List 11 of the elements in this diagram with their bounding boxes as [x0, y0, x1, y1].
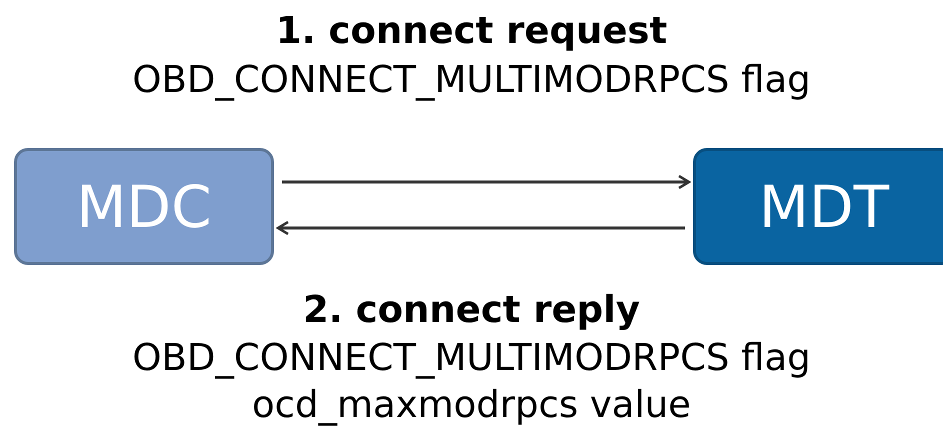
- message-title: 1. connect request: [274, 8, 668, 54]
- message-detail: OBD_CONNECT_MULTIMODRPCS flag: [131, 335, 812, 381]
- message-title: 2. connect reply: [302, 287, 641, 333]
- message-detail: ocd_maxmodrpcs value: [251, 382, 692, 428]
- node-label: MDC: [76, 172, 212, 240]
- arrow: [282, 174, 690, 190]
- arrow: [276, 220, 685, 236]
- message-detail: OBD_CONNECT_MULTIMODRPCS flag: [131, 57, 812, 103]
- process-box: [14, 148, 274, 265]
- node-label: MDT: [758, 172, 890, 240]
- process-box: [693, 148, 943, 265]
